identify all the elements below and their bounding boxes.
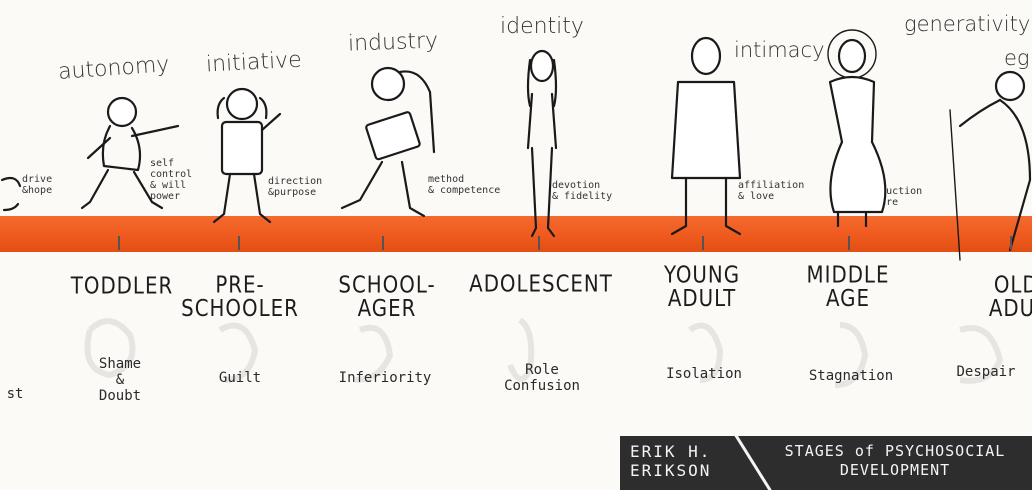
middleage-figure — [827, 29, 887, 228]
strength-label-toddler: self control & will power — [150, 158, 193, 202]
tick-olderadult — [1010, 236, 1012, 250]
schoolager-figure — [340, 66, 436, 218]
timeline-band — [0, 216, 1032, 252]
crisis-label-youngadult: Isolation — [666, 366, 742, 382]
virtue-label-middleage: generativity — [904, 12, 1031, 36]
adolescent-figure — [526, 49, 558, 238]
stage-label-middleage: MIDDLE AGE — [806, 262, 890, 313]
tick-youngadult — [702, 236, 704, 250]
crisis-label-schoolager: Inferiority — [338, 370, 432, 386]
stage-label-toddler: TODDLER — [70, 273, 174, 300]
crisis-label-toddler: Shame & Doubt — [98, 356, 142, 404]
stage-label-adolescent: ADOLESCENT — [469, 271, 613, 298]
virtue-label-schoolager: industry — [347, 28, 439, 57]
virtue-label-youngadult: intimacy — [734, 38, 825, 62]
stage-label-preschooler: PRE- SCHOOLER — [181, 272, 299, 323]
crisis-label-infant: st — [6, 386, 24, 402]
olderadult-figure — [949, 70, 1032, 261]
strength-label-schoolager: method & competence — [428, 174, 501, 196]
title-box: ERIK H. ERIKSON STAGES of PSYCHOSOCIAL D… — [620, 436, 1032, 490]
strength-label-adolescent: devotion & fidelity — [552, 180, 613, 202]
strength-label-youngadult: affiliation & love — [738, 180, 805, 202]
crisis-label-middleage: Stagnation — [808, 368, 894, 384]
author-name: ERIK H. ERIKSON — [630, 442, 712, 480]
virtue-label-adolescent: identity — [500, 14, 584, 39]
tick-adolescent — [538, 236, 540, 250]
infant-figure — [0, 176, 22, 212]
tick-middleage — [848, 236, 850, 250]
stage-label-olderadult: OLDE ADULT — [988, 272, 1032, 323]
diagram-title: STAGES of PSYCHOSOCIAL DEVELOPMENT — [784, 442, 1006, 479]
strength-label-infant: drive &hope — [22, 174, 53, 196]
crisis-label-preschooler: Guilt — [218, 370, 262, 386]
toddler-figure — [80, 96, 180, 210]
crisis-label-olderadult: Despair — [956, 364, 1016, 380]
stage-label-schoolager: SCHOOL- AGER — [338, 272, 436, 323]
youngadult-figure — [670, 36, 742, 236]
virtue-label-olderadult: eg — [1004, 46, 1030, 70]
tick-schoolager — [382, 236, 384, 250]
stage-label-youngadult: YOUNG ADULT — [663, 262, 741, 313]
tick-preschooler — [238, 236, 240, 250]
crisis-label-adolescent: Role Confusion — [504, 362, 580, 394]
virtue-label-preschooler: initiative — [205, 47, 303, 78]
strength-label-preschooler: direction &purpose — [268, 176, 323, 198]
tick-toddler — [118, 236, 120, 250]
preschooler-figure — [212, 87, 282, 224]
